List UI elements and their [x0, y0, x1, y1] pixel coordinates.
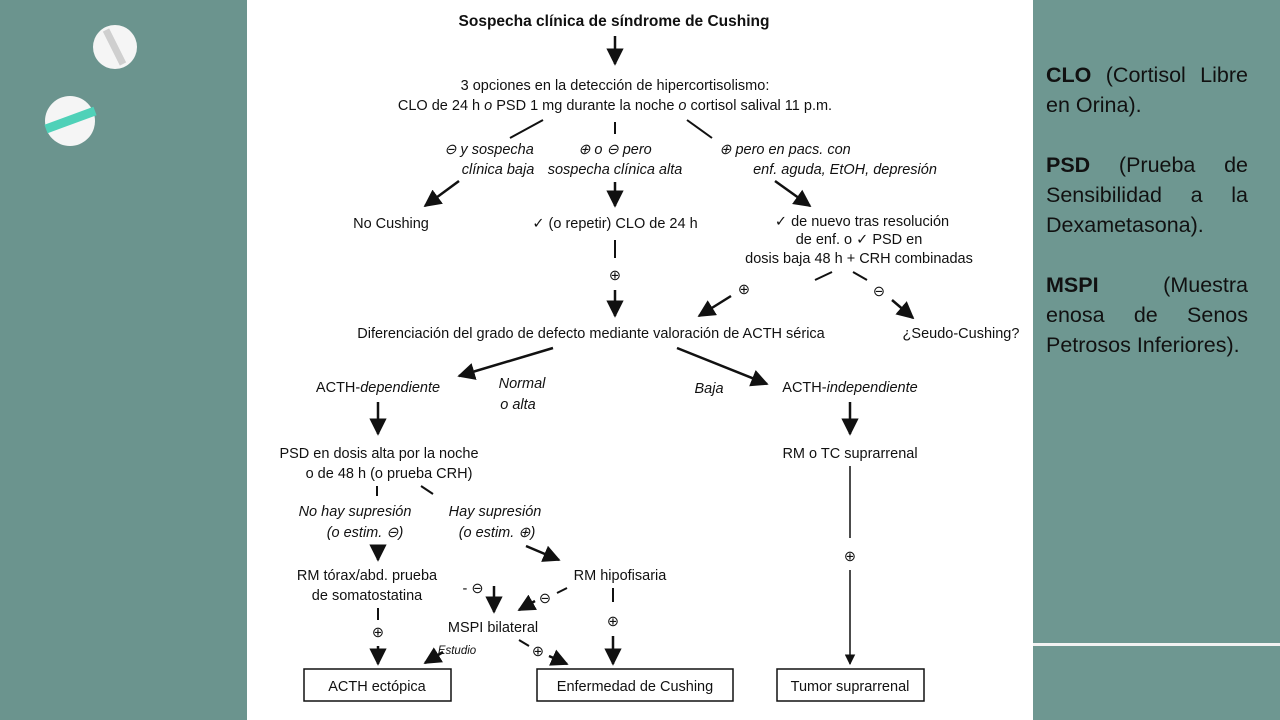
- branch-left-line-2: clínica baja: [462, 162, 535, 178]
- flowchart-title: Sospecha clínica de síndrome de Cushing: [459, 13, 770, 30]
- rm-torax-1: RM tórax/abd. prueba: [297, 568, 438, 584]
- def-clo-text: (Cortisol Libre en Orina).: [1046, 63, 1248, 117]
- box-cushing-disease: [536, 668, 734, 702]
- dash-right-minus: [852, 271, 868, 281]
- arrow-to-again: [774, 179, 812, 208]
- rm-tc: RM o TC suprarrenal: [782, 446, 917, 462]
- label-normal-1: Normal: [499, 376, 547, 392]
- plus-torax: ⊕: [372, 625, 384, 641]
- arrow-to-rm-hipo: [525, 544, 561, 562]
- abbreviation-definitions: CLO (Cortisol Libre en Orina). PSD (Prue…: [1046, 60, 1248, 390]
- acth-dependent: ACTH-dependiente: [316, 380, 440, 396]
- box-ectopic-label: ACTH ectópica: [328, 679, 426, 695]
- arrow-to-acth-dep: [457, 346, 554, 380]
- dash-left: [509, 119, 544, 139]
- dash-right: [686, 119, 713, 139]
- dash-hipo-minus: [556, 587, 568, 594]
- minus-hipo: ⊖: [539, 591, 551, 607]
- def-mspi-text: (Muestra enosa de Senos Petrosos Inferio…: [1046, 273, 1248, 357]
- abbr-clo: CLO: [1046, 63, 1092, 87]
- acth-independent: ACTH-independiente: [782, 380, 917, 396]
- branch-left-line-1: ⊖ y sospecha: [444, 142, 534, 158]
- plus-mspi: ⊕: [532, 644, 544, 660]
- rm-hipofisaria: RM hipofisaria: [574, 568, 668, 584]
- branch-right-line-1: ⊕ pero en pacs. con: [719, 142, 850, 158]
- again-line-1: ✓ de nuevo tras resolución: [775, 214, 949, 230]
- supression-1: Hay supresión: [449, 504, 542, 520]
- right-panel: [1033, 0, 1280, 720]
- arrow-hipo-to-mspi: [517, 594, 538, 612]
- pseudo-cushing: ¿Seudo-Cushing?: [903, 326, 1020, 342]
- no-supression-2: (o estim. ⊖): [327, 525, 404, 541]
- dash-right-plus: [814, 271, 833, 281]
- arrow-plus-to-differentiation: [697, 294, 732, 318]
- options-line-1: 3 opciones en la detección de hipercorti…: [461, 78, 770, 94]
- repeat-clo: ✓ (o repetir) CLO de 24 h: [532, 216, 697, 232]
- box-tumor-label: Tumor suprarrenal: [791, 679, 910, 695]
- no-supression-1: No hay supresión: [299, 504, 412, 520]
- dash-supr: [420, 485, 434, 495]
- arrow-to-acth-ind: [676, 346, 769, 387]
- again-line-3: dosis baja 48 h + CRH combinadas: [745, 251, 973, 267]
- branch-right-line-2: enf. aguda, EtOH, depresión: [753, 162, 937, 178]
- plus-hipo: ⊕: [607, 614, 619, 630]
- minus-right: ⊖: [873, 284, 885, 300]
- abbr-psd: PSD: [1046, 153, 1091, 177]
- label-normal-2: o alta: [500, 397, 535, 413]
- definition-mspi: MSPI (Muestra enosa de Senos Petrosos In…: [1046, 270, 1248, 360]
- psd-high-line-1: PSD en dosis alta por la noche: [279, 446, 478, 462]
- branch-mid-line-2: sospecha clínica alta: [548, 162, 683, 178]
- options-line-2: CLO de 24 h o PSD 1 mg durante la noche …: [398, 98, 832, 114]
- rm-torax-2: de somatostatina: [312, 588, 423, 604]
- differentiation: Diferenciación del grado de defecto medi…: [357, 326, 825, 342]
- dash-mspi-plus: [518, 639, 530, 647]
- definition-psd: PSD (Prueba de Sensibilidad a la Dexamet…: [1046, 150, 1248, 240]
- again-line-2: de enf. o ✓ PSD en: [796, 232, 923, 248]
- supression-2: (o estim. ⊕): [459, 525, 536, 541]
- divider-line: [1033, 643, 1280, 646]
- cushing-flowchart: Sospecha clínica de síndrome de Cushing …: [247, 0, 1033, 720]
- left-decorative-panel: [0, 0, 247, 720]
- capsule-icon: [44, 96, 97, 146]
- mspi-bilateral: MSPI bilateral: [448, 620, 538, 636]
- arrow-mspi-to-ectopic: [423, 647, 444, 665]
- box-cushing-label: Enfermedad de Cushing: [557, 679, 713, 695]
- label-estudio: Estudio: [438, 645, 477, 657]
- psd-high-line-2: o de 48 h (o prueba CRH): [306, 466, 473, 482]
- plus-right: ⊕: [738, 282, 750, 298]
- plus-mid: ⊕: [609, 268, 621, 284]
- box-tumor: [776, 668, 925, 702]
- abbr-mspi: MSPI: [1046, 273, 1099, 297]
- definition-clo: CLO (Cortisol Libre en Orina).: [1046, 60, 1248, 120]
- arrow-to-pseudo: [891, 299, 915, 320]
- label-baja: Baja: [694, 381, 723, 397]
- capsule-icon: [93, 25, 137, 69]
- arrow-mspi-to-cushing: [548, 649, 569, 666]
- no-cushing: No Cushing: [353, 216, 429, 232]
- minus-dash: - ⊖: [462, 581, 483, 597]
- def-psd-text: (Prueba de Sensibilidad a la Dexametason…: [1046, 153, 1248, 237]
- box-ectopic: [303, 668, 452, 702]
- arrow-to-no-cushing: [423, 179, 460, 208]
- plus-rm-tc: ⊕: [844, 549, 856, 565]
- branch-mid-line-1: ⊕ o ⊖ pero: [578, 142, 651, 158]
